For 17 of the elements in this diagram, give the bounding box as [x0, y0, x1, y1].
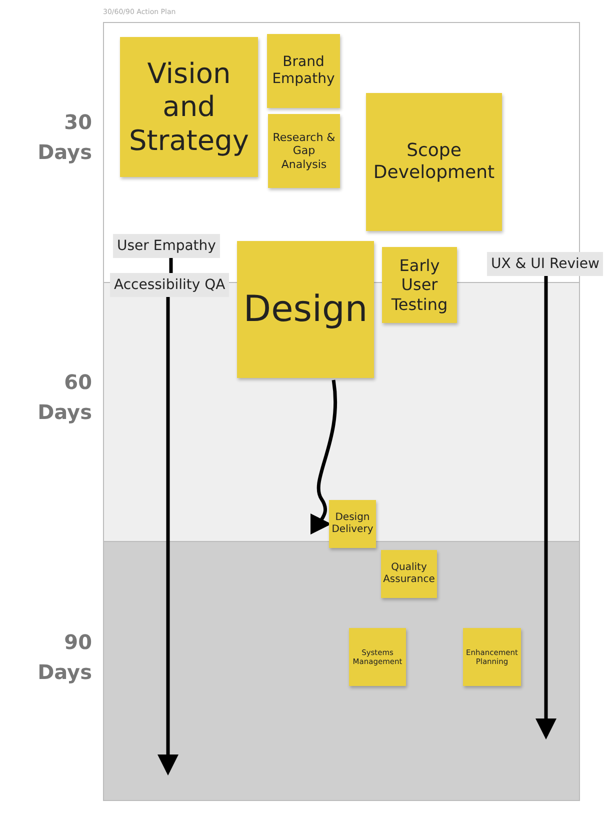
arrow: [158, 297, 178, 776]
arrow: [536, 276, 556, 740]
arrow: [310, 380, 337, 534]
text-label: User Empathy: [113, 234, 220, 258]
sticky-note: Early User Testing: [382, 247, 457, 323]
sticky-note: Design Delivery: [329, 500, 376, 548]
sticky-note: Brand Empathy: [267, 34, 340, 108]
period-label: 30 Days: [36, 109, 92, 166]
sticky-note: Research & Gap Analysis: [268, 114, 340, 188]
period-label: 90 Days: [36, 629, 92, 686]
period-label: 60 Days: [36, 369, 92, 426]
sticky-note: Vision and Strategy: [120, 37, 258, 177]
sticky-note: Design: [237, 241, 374, 378]
sticky-note: Scope Development: [366, 93, 502, 231]
sticky-note: Quality Assurance: [381, 550, 437, 598]
text-label: UX & UI Review: [487, 252, 604, 276]
text-label: Accessibility QA: [110, 273, 230, 297]
